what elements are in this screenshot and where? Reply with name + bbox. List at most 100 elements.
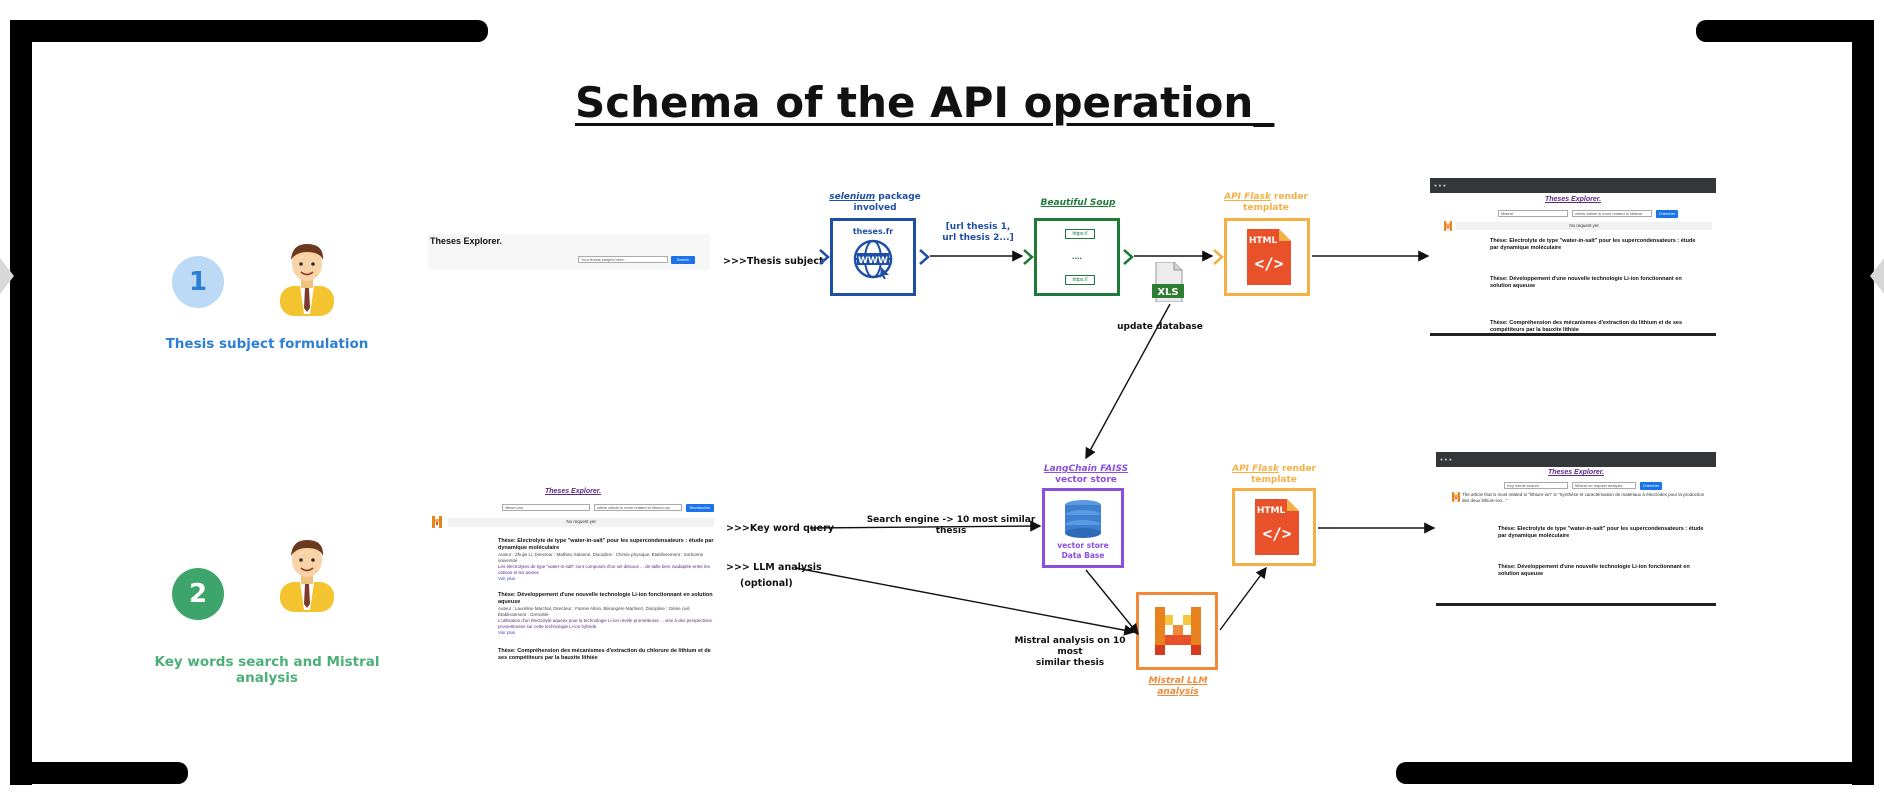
search-button[interactable]: Search	[671, 255, 695, 264]
app-heading: Theses Explorer.	[1544, 196, 1602, 203]
search-button[interactable]: Rechercher	[686, 504, 714, 512]
window-dots-icon: ● ● ●	[1440, 457, 1452, 463]
browser-toolbar: ● ● ●	[1436, 452, 1716, 467]
ellipsis-dots: ....	[1071, 251, 1082, 261]
flask-render-1-caption: API Flask render template	[1216, 192, 1316, 214]
llm-query-input[interactable]: Mistral on request analysis	[1572, 482, 1636, 489]
faiss-caption-line2: vector store	[1055, 475, 1117, 485]
keyword-input[interactable]: lithium-ion	[502, 504, 590, 511]
keyword-input[interactable]: Mistral	[1498, 210, 1568, 217]
app-heading: Theses Explorer.	[1547, 469, 1605, 476]
keyword-input[interactable]: Key words search	[1504, 482, 1568, 489]
xls-file-icon: XLS	[1152, 262, 1184, 302]
thesis-subject-label: >>>Thesis subject	[723, 256, 824, 267]
result-title: Thèse: Electrolyte de type "water-in-sal…	[498, 538, 714, 551]
result-title: Thèse: Electrolyte de type "water-in-sal…	[1498, 526, 1704, 539]
soup-caption: Beautiful Soup	[1030, 198, 1126, 209]
database-icon	[1065, 500, 1101, 538]
result-text: Les électrolytes de type "water-in-salt"…	[498, 564, 710, 575]
mistral-logo-icon	[1155, 607, 1201, 655]
code-symbol: </>	[1263, 524, 1292, 543]
flask-caption-em: API Flask	[1232, 464, 1279, 474]
arrow-faiss-to-mistral	[1085, 569, 1139, 636]
step-1-label: Thesis subject formulation	[165, 336, 369, 352]
app-heading: Theses Explorer.	[430, 236, 503, 246]
result-title: Thèse: Electrolyte de type "water-in-sal…	[1490, 238, 1696, 251]
flask-render-1-node: HTML </>	[1224, 218, 1310, 296]
frame-top-right-cap	[1696, 20, 1874, 42]
result-link[interactable]: Voir plus	[498, 630, 516, 635]
frame-top-left-cap	[10, 20, 488, 42]
llm-query-input[interactable]: which article is more related to Mistral	[1572, 210, 1652, 217]
result-item: Thèse: Développement d'une nouvelle tech…	[498, 592, 714, 635]
step-2-circle: 2	[172, 568, 224, 620]
frame-bottom-right-cap	[1396, 762, 1874, 784]
mistral-analysis-label: Mistral analysis on 10 most similar thes…	[1010, 636, 1130, 669]
mistral-logo-icon	[432, 516, 442, 528]
status-banner: No request yet	[1456, 222, 1712, 230]
flask-caption-em: API Flask	[1224, 192, 1271, 202]
status-banner: No request yet	[448, 518, 714, 527]
person-avatar-icon	[280, 244, 334, 316]
faiss-caption-em: LangChain FAISS	[1043, 464, 1129, 474]
frame-left-notch	[0, 258, 14, 294]
selenium-caption-rest: package	[875, 192, 921, 202]
flask-caption-line2: template	[1251, 475, 1297, 485]
mistral-logo-icon	[1452, 492, 1460, 502]
flask-caption-rest: render	[1278, 464, 1316, 474]
llm-query-input[interactable]: which article is more related to lithium…	[594, 504, 682, 511]
result-title: Thèse: Développement d'une nouvelle tech…	[1498, 564, 1690, 577]
app-heading: Theses Explorer.	[544, 488, 602, 495]
url-list-label: [url thesis 1, url thesis 2...]	[938, 222, 1018, 244]
search-button[interactable]: Chercher	[1656, 210, 1678, 218]
result-screenshot-1: ● ● ● Theses Explorer. Mistral which art…	[1430, 178, 1716, 336]
flask-caption-rest: render	[1270, 192, 1308, 202]
html-text: HTML	[1249, 236, 1278, 246]
arrow-mistral-to-flask	[1219, 566, 1267, 631]
mistral-analysis-line1: Mistral analysis on 10 most	[1014, 636, 1126, 657]
update-database-label: update database	[1117, 322, 1203, 332]
mistral-caption: Mistral LLM analysis	[1130, 676, 1226, 698]
mistral-summary: The article that is most related to "lit…	[1462, 492, 1705, 503]
mistral-llm-node	[1136, 592, 1218, 670]
flask-chevrons	[1213, 249, 1224, 265]
html-file-icon: HTML </>	[1255, 499, 1299, 555]
result-text: L'utilisation d'un électrolyte aqueux po…	[498, 618, 712, 629]
frame-bottom-left-cap	[10, 762, 188, 784]
step-1-circle: 1	[172, 256, 224, 308]
html-file-icon: HTML </>	[1247, 229, 1291, 285]
selenium-caption-line2: involved	[853, 203, 897, 213]
www-text: WWW	[858, 256, 888, 266]
url-list-line1: [url thesis 1,	[945, 222, 1011, 232]
result-title: Thèse: Compréhension des mécanismes d'ex…	[1490, 320, 1683, 333]
database-label: Data Base	[1061, 551, 1105, 560]
flask-render-2-node: HTML </>	[1232, 488, 1316, 566]
frame-right-bar	[1852, 20, 1874, 785]
thesis-subject-input[interactable]: Your thesis subject here...	[578, 256, 668, 263]
faiss-caption: LangChain FAISS vector store	[1036, 464, 1136, 486]
search-button[interactable]: Chercher	[1640, 482, 1662, 490]
selenium-caption: selenium package involved	[820, 192, 930, 214]
soup-caption-em: Beautiful Soup	[1040, 198, 1116, 208]
arrow-llm-to-mistral	[795, 567, 1136, 636]
selenium-caption-em: selenium	[829, 192, 876, 202]
xls-text: XLS	[1157, 287, 1178, 298]
thesis-input-screenshot: Theses Explorer. Your thesis subject her…	[428, 234, 710, 270]
flask-render-2-caption: API Flask render template	[1224, 464, 1324, 486]
selenium-node: theses.fr WWW	[830, 218, 916, 296]
faiss-vector-store-node: vector store Data Base	[1042, 488, 1124, 568]
globe-icon: WWW	[853, 239, 893, 279]
mistral-logo-icon	[1444, 221, 1452, 231]
mistral-analysis-line2: similar thesis	[1035, 658, 1105, 668]
frame-right-notch	[1870, 258, 1884, 294]
keyword-search-screenshot: Theses Explorer. lithium-ion which artic…	[428, 486, 718, 664]
code-symbol: </>	[1255, 254, 1284, 273]
step-1-number: 1	[188, 267, 208, 297]
step-2-label: Key words search and Mistral analysis	[154, 654, 380, 686]
result-meta: Auteur : Zhujie Li, Directeur : Mathieu …	[498, 552, 704, 563]
result-link[interactable]: Voir plus	[498, 576, 516, 581]
frame-left-bar	[10, 20, 32, 785]
url-list-line2: url thesis 2...]	[942, 233, 1014, 243]
person-avatar-icon	[280, 540, 334, 612]
html-text: HTML	[1257, 506, 1286, 516]
